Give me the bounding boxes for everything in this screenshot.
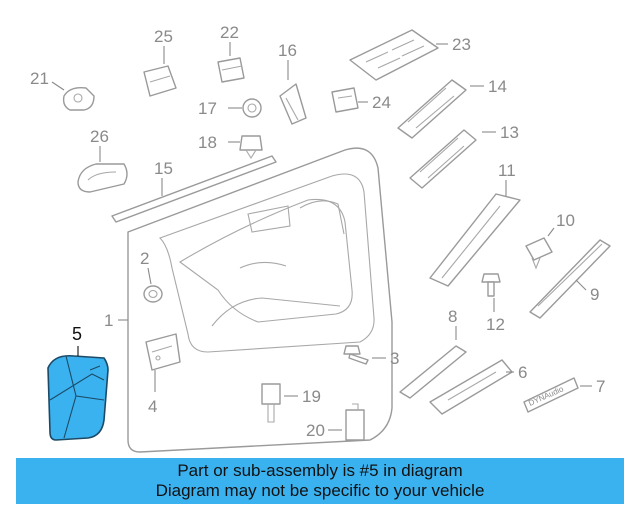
part-16-mirror-cover: [279, 83, 307, 125]
part-20-socket: [345, 403, 365, 441]
part-18-clip: [239, 135, 263, 160]
part-23-master-switch: [349, 29, 439, 81]
callout-26: 26: [90, 127, 109, 146]
callout-23: 23: [452, 35, 471, 54]
part-10-clip: [525, 237, 553, 270]
callout-3: 3: [390, 349, 399, 368]
part-22-switch: [217, 57, 245, 83]
callout-12: 12: [486, 315, 505, 334]
callout-22: 22: [220, 23, 239, 42]
callout-13: 13: [500, 123, 519, 142]
callout-18: 18: [198, 133, 217, 152]
part-4-bracket: [145, 333, 181, 371]
callout-16: 16: [278, 41, 297, 60]
part-7-badge: DYNAudio: [523, 377, 579, 413]
part-11-trim-strip: [429, 193, 521, 287]
callout-14: 14: [488, 77, 507, 96]
part-9-trim-strip: [529, 239, 611, 319]
banner-line-2: Diagram may not be specific to your vehi…: [155, 481, 485, 500]
callout-6: 6: [518, 363, 527, 382]
part-8-armrest-trim: [399, 345, 467, 399]
callout-19: 19: [302, 387, 321, 406]
part-13-switch-bezel: [409, 129, 477, 189]
part-15-weatherstrip: [111, 155, 277, 223]
part-26-door-handle: [77, 163, 128, 193]
part-19-bracket-clip: [261, 383, 281, 423]
callout-20: 20: [306, 421, 325, 440]
callout-5: 5: [72, 324, 82, 344]
part-5-highlighted: [47, 354, 109, 441]
part-2-clip: [143, 285, 163, 303]
callout-15: 15: [154, 159, 173, 178]
callout-17: 17: [198, 99, 217, 118]
parts-diagram: 1 2 3 4 5 6 DYNAudio 7 8: [30, 23, 611, 453]
part-3-screw: [343, 345, 369, 365]
callout-7: 7: [596, 377, 605, 396]
banner-line-1: Part or sub-assembly is #5 in diagram: [177, 461, 463, 480]
callout-11: 11: [498, 161, 516, 180]
callout-10: 10: [556, 211, 575, 230]
callout-2: 2: [140, 249, 149, 268]
part-17-clip: [242, 98, 262, 118]
callout-25: 25: [154, 27, 173, 46]
part-24-switch: [331, 87, 359, 113]
callout-4: 4: [148, 397, 157, 416]
callout-1: 1: [104, 311, 113, 330]
part-1-door-trim-panel: [127, 147, 393, 453]
callout-24: 24: [372, 93, 391, 112]
callout-8: 8: [448, 307, 457, 326]
part-12-bolt: [481, 273, 501, 297]
part-14-switch-bezel: [397, 79, 467, 139]
callout-9: 9: [590, 285, 599, 304]
callout-21: 21: [30, 69, 49, 88]
part-25-switch: [143, 65, 177, 97]
info-banner: Part or sub-assembly is #5 in diagram Di…: [16, 458, 624, 504]
part-21-actuator: [62, 86, 95, 111]
